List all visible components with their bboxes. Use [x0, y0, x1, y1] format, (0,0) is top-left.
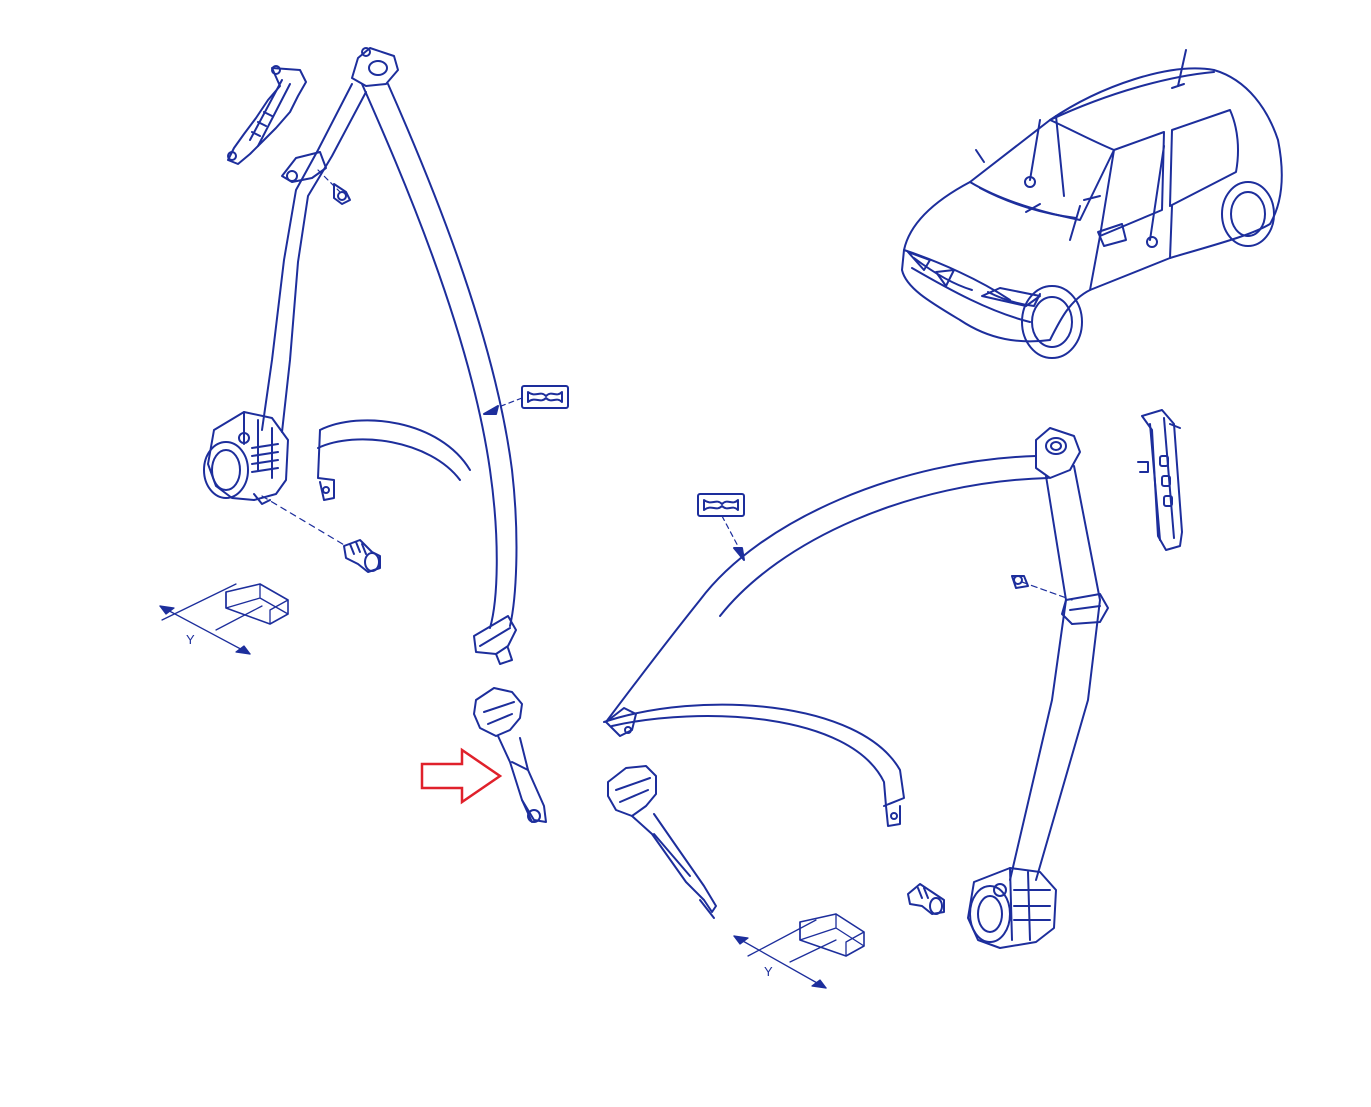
- right-label-tag: [697, 493, 745, 561]
- right-seat-belt-assembly: [603, 427, 1109, 949]
- right-retractor-bolt: [907, 883, 945, 915]
- right-buckle-stalk: [607, 765, 717, 919]
- left-lap-belt-strap: [319, 419, 471, 471]
- left-belt-guide: [281, 151, 327, 183]
- left-guide-bolt: [333, 183, 351, 205]
- right-belt-webbing-arch: [605, 455, 1037, 723]
- right-dimension-label: Y: [764, 964, 773, 979]
- left-dimension-label: Y: [186, 632, 195, 647]
- right-belt-guide: [1061, 593, 1109, 625]
- highlighted-buckle-stalk: [473, 687, 547, 823]
- left-dimension-gauge: [159, 583, 289, 655]
- right-belt-webbing-vertical: [1009, 475, 1067, 881]
- right-arrow-outline-icon: [420, 747, 503, 805]
- hatchback-car-icon: [901, 49, 1283, 359]
- left-height-adjuster-rail: [227, 65, 307, 165]
- left-belt-webbing-short: [261, 83, 353, 431]
- left-tongue-plate: [473, 615, 517, 665]
- left-label-tag: [483, 385, 569, 415]
- right-retractor: [967, 867, 1057, 949]
- right-height-adjuster-rail: [1137, 409, 1183, 551]
- right-guide-bolt: [1011, 575, 1029, 589]
- left-retractor: [203, 411, 289, 505]
- left-upper-anchor: [351, 47, 399, 87]
- right-upper-anchor: [1035, 427, 1081, 479]
- left-retractor-bolt: [343, 539, 381, 573]
- left-seat-belt-assembly: [203, 47, 518, 665]
- right-lap-belt-strap: [603, 703, 905, 807]
- right-dimension-gauge: [733, 913, 865, 989]
- left-belt-webbing-long: [361, 83, 498, 629]
